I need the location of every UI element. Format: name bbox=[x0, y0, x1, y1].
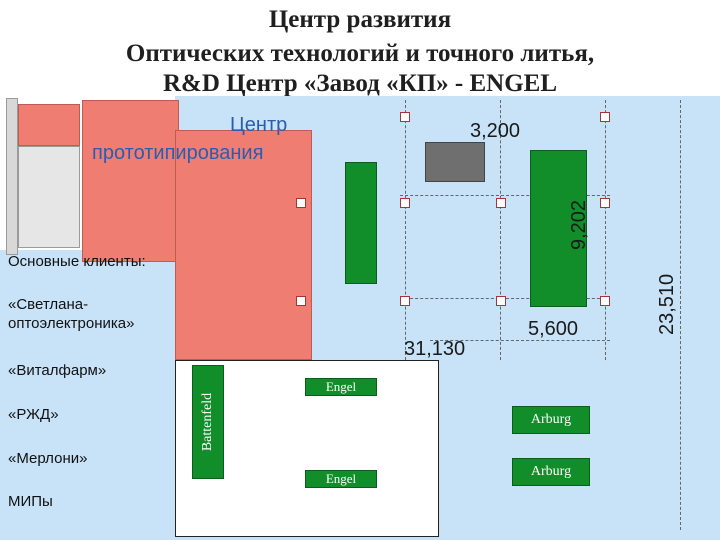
column-marker bbox=[400, 198, 410, 208]
prototyping-zone bbox=[82, 100, 179, 262]
column-marker bbox=[600, 296, 610, 306]
column-marker bbox=[296, 296, 306, 306]
column-marker bbox=[496, 198, 506, 208]
dimension-9202: 9,202 bbox=[568, 199, 590, 250]
client-item: «Мерлони» bbox=[8, 450, 88, 467]
prototyping-label-1: Центр bbox=[230, 114, 288, 136]
column-marker bbox=[600, 112, 610, 122]
machine-engel-top: Engel bbox=[305, 378, 377, 396]
client-item: «РЖД» bbox=[8, 406, 59, 423]
title-line-2: Оптических технологий и точного литья, bbox=[125, 40, 595, 67]
prototyping-room-small bbox=[18, 104, 80, 146]
grid-line bbox=[405, 100, 406, 360]
dimension-31130: 31,130 bbox=[404, 338, 466, 360]
title-line-3: R&D Центр «Завод «КП» - ENGEL bbox=[163, 70, 557, 97]
machine-arburg-top: Arburg bbox=[512, 406, 590, 434]
grid-line bbox=[605, 100, 606, 360]
grid-line bbox=[500, 100, 501, 360]
machine-battenfeld-label: Battenfeld bbox=[200, 392, 215, 452]
wall-left bbox=[6, 98, 18, 255]
client-item: МИПы bbox=[8, 493, 53, 510]
machine-vertical-2 bbox=[530, 150, 587, 307]
dimension-23510: 23,510 bbox=[656, 273, 678, 335]
dimension-5600: 5,600 bbox=[528, 318, 579, 340]
wall-room bbox=[18, 146, 80, 248]
machine-engel-bottom-label: Engel bbox=[325, 471, 357, 486]
client-item: оптоэлектроника» bbox=[8, 315, 135, 332]
client-item: «Светлана- bbox=[8, 296, 89, 313]
machine-engel-top-label: Engel bbox=[325, 379, 357, 394]
equipment-block bbox=[425, 142, 485, 182]
prototyping-label-2: прототипирования bbox=[92, 142, 264, 164]
column-marker bbox=[400, 112, 410, 122]
machine-arburg-top-label: Arburg bbox=[530, 412, 572, 427]
machine-engel-bottom: Engel bbox=[305, 470, 377, 488]
client-item: «Виталфарм» bbox=[8, 362, 107, 379]
column-marker bbox=[296, 198, 306, 208]
column-marker bbox=[496, 296, 506, 306]
grid-line bbox=[430, 340, 610, 341]
dimension-3200: 3,200 bbox=[470, 120, 521, 142]
column-marker bbox=[600, 198, 610, 208]
machine-arburg-bottom: Arburg bbox=[512, 458, 590, 486]
grid-line bbox=[400, 195, 610, 196]
clients-heading: Основные клиенты: bbox=[8, 253, 146, 270]
machine-arburg-bottom-label: Arburg bbox=[530, 464, 572, 479]
machine-vertical-1 bbox=[345, 162, 377, 284]
machine-battenfeld: Battenfeld bbox=[192, 365, 224, 479]
title-line-1: Центр развития bbox=[268, 6, 452, 33]
column-marker bbox=[400, 296, 410, 306]
prototyping-zone-2 bbox=[175, 130, 312, 360]
grid-line bbox=[680, 100, 681, 530]
